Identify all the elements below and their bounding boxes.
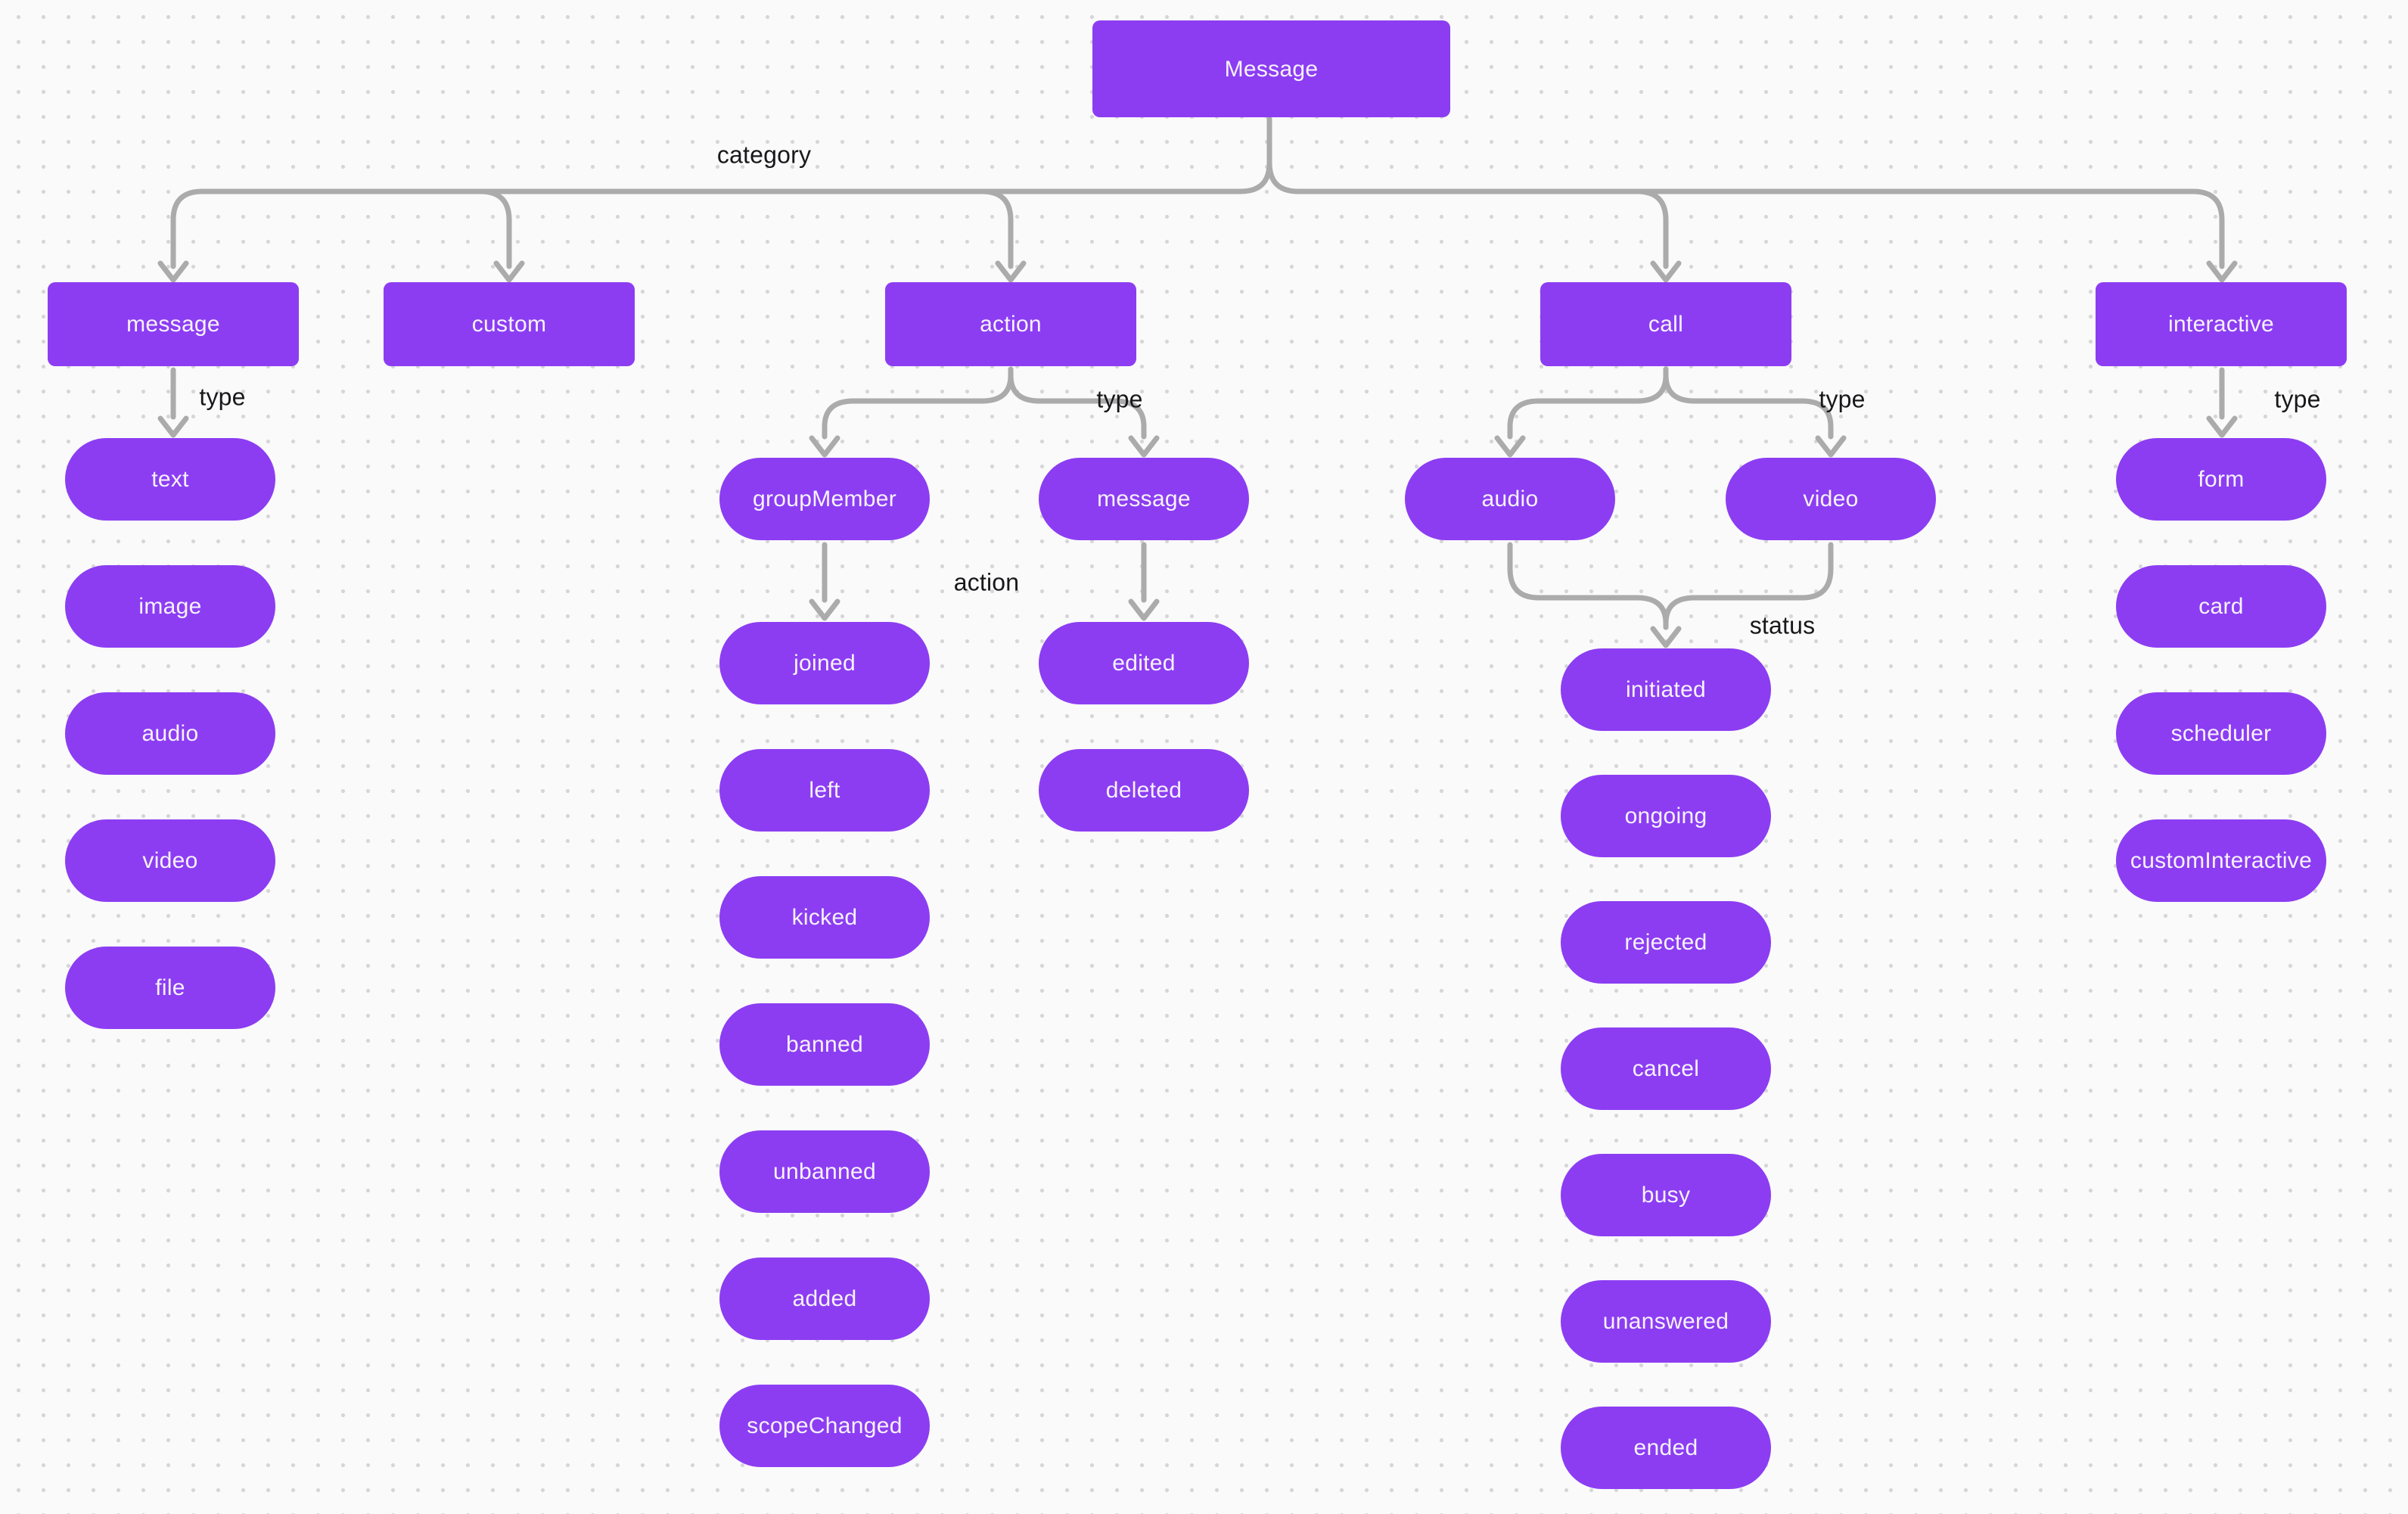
node-call-status-busy[interactable]: busy: [1561, 1154, 1771, 1236]
edge-label-type-message: type: [199, 383, 246, 411]
edge-label-type-call: type: [1819, 385, 1866, 413]
edge-call-split-left: [1507, 366, 1669, 440]
edge-trunk-right: [1266, 160, 2225, 269]
node-call-status-cancel[interactable]: cancel: [1561, 1027, 1771, 1110]
node-call-status-rejected[interactable]: rejected: [1561, 901, 1771, 984]
node-call-status-unanswered[interactable]: unanswered: [1561, 1280, 1771, 1363]
arrowhead: [1650, 260, 1682, 283]
node-gm-action-left[interactable]: left: [719, 749, 930, 832]
node-category-interactive[interactable]: interactive: [2096, 282, 2347, 366]
node-gm-action-added[interactable]: added: [719, 1258, 930, 1340]
arrowhead: [2206, 260, 2238, 283]
arrowhead: [1128, 598, 1160, 621]
node-interactive-type-card[interactable]: card: [2116, 565, 2326, 648]
edge-merge-left: [1507, 542, 1669, 630]
node-call-status-initiated[interactable]: initiated: [1561, 648, 1771, 731]
node-gm-action-unbanned[interactable]: unbanned: [719, 1130, 930, 1213]
node-message-type-image[interactable]: image: [65, 565, 275, 648]
arrowhead: [2206, 415, 2238, 438]
node-call-type-audio[interactable]: audio: [1405, 458, 1615, 540]
node-root-message[interactable]: Message: [1092, 20, 1450, 117]
node-category-call[interactable]: call: [1540, 282, 1791, 366]
arrowhead: [1128, 435, 1160, 458]
node-action-type-message[interactable]: message: [1039, 458, 1249, 540]
arrowhead: [1815, 435, 1847, 458]
node-interactive-type-scheduler[interactable]: scheduler: [2116, 692, 2326, 775]
edge-action-split-left: [822, 366, 1014, 440]
edge-label-action: action: [953, 568, 1020, 596]
arrowhead: [1650, 626, 1682, 648]
edge-label-type-interactive: type: [2274, 385, 2321, 413]
node-category-action[interactable]: action: [885, 282, 1136, 366]
node-message-type-text[interactable]: text: [65, 438, 275, 521]
node-gm-action-kicked[interactable]: kicked: [719, 876, 930, 959]
arrowhead: [157, 415, 189, 438]
node-action-type-groupmember[interactable]: groupMember: [719, 458, 930, 540]
edge-drop-action: [979, 188, 1014, 269]
arrowhead: [809, 598, 840, 621]
edge-label-status: status: [1749, 611, 1816, 639]
node-message-type-audio[interactable]: audio: [65, 692, 275, 775]
node-message-type-file[interactable]: file: [65, 947, 275, 1029]
arrowhead: [809, 435, 840, 458]
node-call-status-ongoing[interactable]: ongoing: [1561, 775, 1771, 857]
node-call-status-ended[interactable]: ended: [1561, 1407, 1771, 1489]
node-interactive-type-custominteractive[interactable]: customInteractive: [2116, 819, 2326, 902]
node-gm-action-banned[interactable]: banned: [719, 1003, 930, 1086]
edge-label-category: category: [716, 141, 812, 169]
arrowhead: [995, 260, 1027, 283]
node-message-type-video[interactable]: video: [65, 819, 275, 902]
edge-drop-custom: [477, 188, 512, 269]
node-interactive-type-form[interactable]: form: [2116, 438, 2326, 521]
edge-call-split-right: [1663, 366, 1834, 440]
node-gm-action-joined[interactable]: joined: [719, 622, 930, 704]
node-call-type-video[interactable]: video: [1726, 458, 1936, 540]
node-category-message[interactable]: message: [48, 282, 299, 366]
arrowhead: [1494, 435, 1526, 458]
arrowhead: [493, 260, 525, 283]
node-gm-action-scopechanged[interactable]: scopeChanged: [719, 1385, 930, 1467]
edge-label-type-action: type: [1096, 385, 1143, 413]
node-category-custom[interactable]: custom: [384, 282, 635, 366]
node-message-action-edited[interactable]: edited: [1039, 622, 1249, 704]
node-message-action-deleted[interactable]: deleted: [1039, 749, 1249, 832]
arrowhead: [157, 260, 189, 283]
edge-drop-call: [1634, 188, 1669, 269]
